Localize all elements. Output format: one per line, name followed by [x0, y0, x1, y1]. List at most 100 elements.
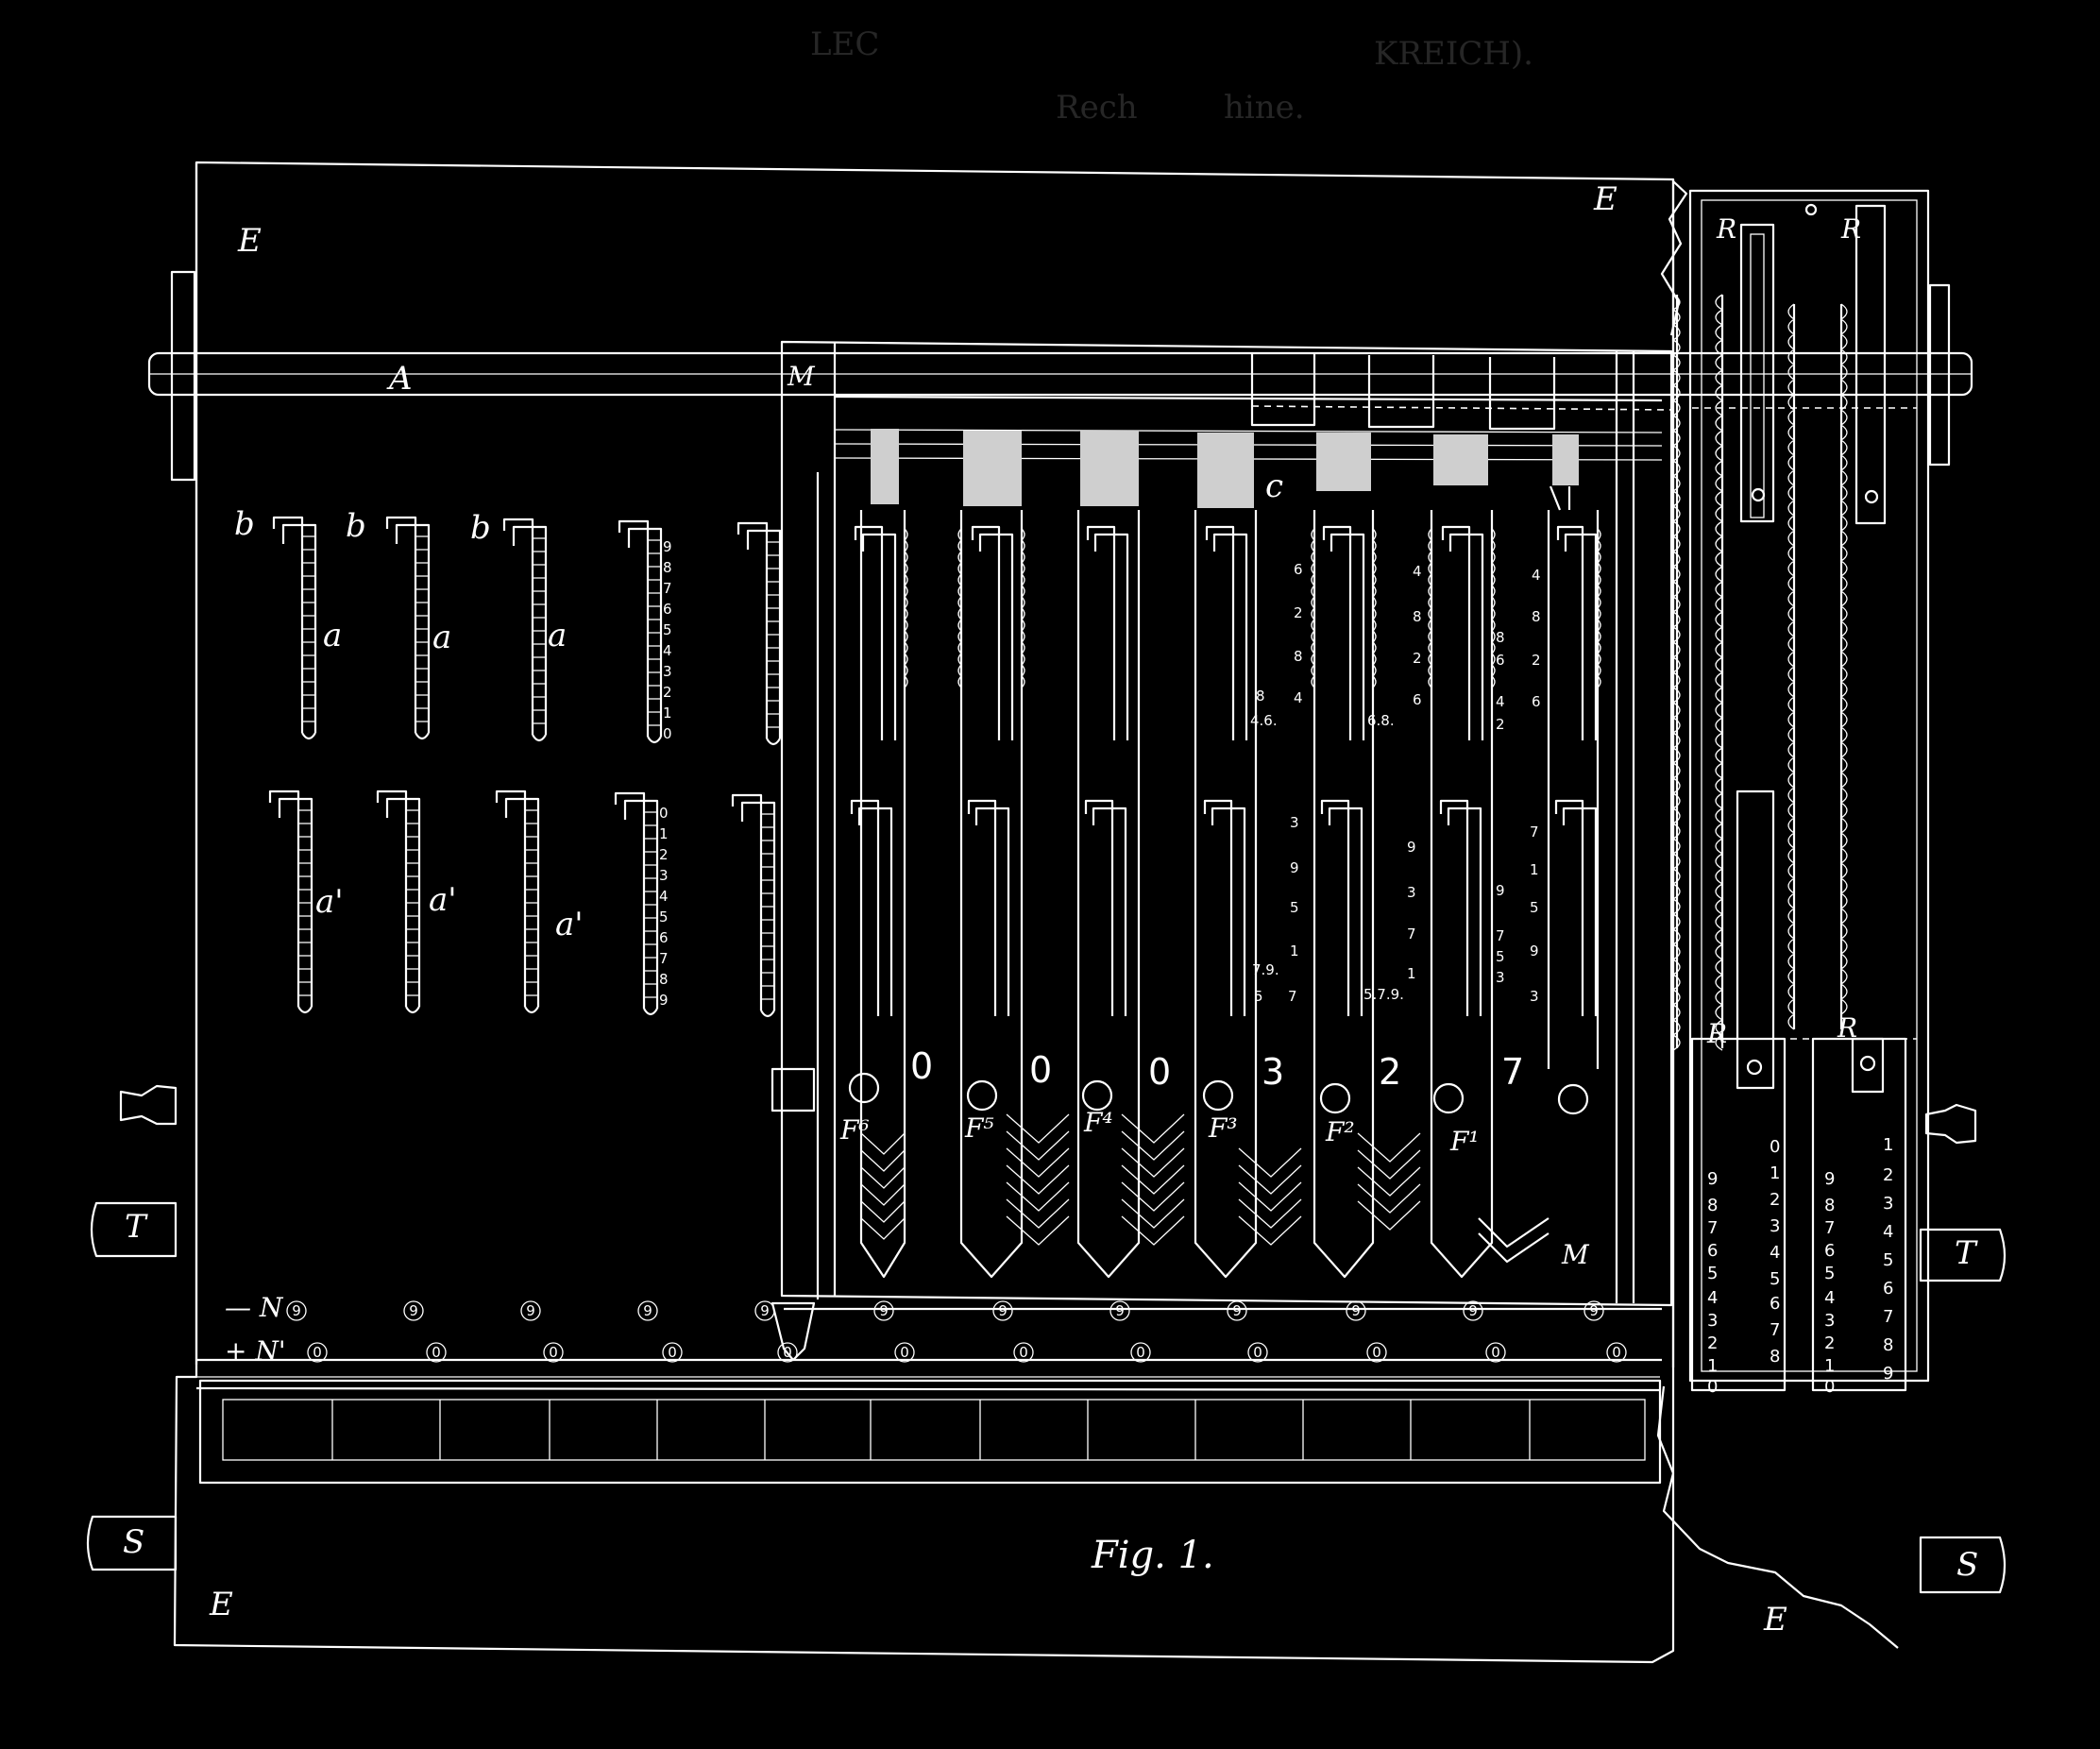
svg-text:9: 9: [998, 1302, 1008, 1319]
svg-text:9: 9: [760, 1302, 770, 1319]
result-window-strip: [198, 1379, 1662, 1485]
svg-text:0: 0: [549, 1344, 558, 1361]
left-racks-bottom: [268, 790, 776, 1018]
svg-text:5: 5: [1254, 988, 1263, 1005]
label-S-right: S: [1956, 1546, 1978, 1584]
setting-digit-5: 0: [1029, 1049, 1052, 1091]
svg-text:6.8.: 6.8.: [1367, 712, 1395, 729]
label-S-left: S: [123, 1523, 144, 1561]
svg-text:6: 6: [1707, 1241, 1718, 1261]
svg-text:5: 5: [1290, 899, 1299, 916]
svg-text:0: 0: [1770, 1137, 1780, 1157]
svg-text:9: 9: [1232, 1302, 1242, 1319]
setting-digits: 0 0 0 3 2 7: [910, 1045, 1524, 1093]
svg-text:0: 0: [1824, 1377, 1835, 1397]
dial-minus-8: 9: [1109, 1300, 1130, 1321]
svg-text:1: 1: [1824, 1356, 1835, 1376]
F-labels: F⁶ F⁵ F⁴ F³ F² F¹: [839, 1107, 1480, 1157]
dial-plus-3: 0: [543, 1342, 564, 1363]
dial-minus-9: 9: [1227, 1300, 1247, 1321]
label-A: A: [386, 360, 413, 398]
label-F2: F²: [1325, 1116, 1355, 1147]
dial-minus-4: 9: [637, 1300, 658, 1321]
carriage-racks: [848, 510, 1601, 1279]
svg-text:0: 0: [1491, 1344, 1500, 1361]
rack-scale-bottom: 0 1 2 3 4 5 6 7 8 9: [659, 805, 669, 1009]
svg-text:8: 8: [1883, 1335, 1893, 1355]
svg-text:4: 4: [1413, 563, 1422, 580]
dial-minus-6: 9: [873, 1300, 894, 1321]
svg-text:0: 0: [1019, 1344, 1028, 1361]
svg-text:9: 9: [1883, 1364, 1893, 1384]
svg-text:3: 3: [659, 867, 669, 884]
dial-minus-3: 9: [520, 1300, 541, 1321]
svg-text:4.6.: 4.6.: [1250, 712, 1278, 729]
dial-plus-6: 0: [894, 1342, 915, 1363]
label-a-2: a: [432, 619, 451, 656]
label-a1-2: a': [429, 881, 457, 919]
svg-text:5: 5: [1883, 1250, 1893, 1270]
svg-text:0: 0: [1612, 1344, 1621, 1361]
label-E-bottom-left: E: [209, 1586, 233, 1623]
svg-text:0: 0: [659, 805, 669, 822]
label-F6: F⁶: [839, 1114, 870, 1146]
setting-digit-3: 3: [1262, 1051, 1284, 1093]
svg-text:6: 6: [663, 601, 672, 618]
svg-text:7.9.: 7.9.: [1252, 961, 1279, 978]
svg-text:1: 1: [659, 825, 669, 842]
break-line-top: [1660, 180, 1688, 336]
svg-text:0: 0: [1253, 1344, 1262, 1361]
label-T-left: T: [125, 1208, 148, 1246]
machine-frame: [173, 161, 1675, 1664]
svg-text:0: 0: [1707, 1377, 1718, 1397]
svg-text:5: 5: [1530, 899, 1539, 916]
svg-text:8: 8: [1824, 1196, 1835, 1215]
label-M-bottom: M: [1561, 1239, 1590, 1270]
svg-text:6: 6: [1294, 561, 1303, 578]
svg-text:8: 8: [1294, 648, 1303, 665]
svg-text:9: 9: [659, 992, 669, 1009]
svg-text:9: 9: [643, 1302, 652, 1319]
header-faint-line2-right: hine.: [1224, 89, 1305, 127]
svg-text:2: 2: [1294, 604, 1303, 621]
svg-text:8: 8: [1413, 608, 1422, 625]
svg-text:3: 3: [1407, 884, 1416, 901]
svg-text:7: 7: [1288, 988, 1297, 1005]
label-E-top-right: E: [1593, 180, 1617, 218]
label-E-top-left: E: [237, 222, 262, 260]
svg-text:0: 0: [1136, 1344, 1145, 1361]
dial-minus-7: 9: [992, 1300, 1013, 1321]
pinion-gears: [871, 429, 1579, 511]
svg-text:6: 6: [659, 929, 669, 946]
svg-text:1: 1: [663, 705, 672, 722]
carriage-M: [771, 340, 1673, 1362]
label-a-3: a: [548, 617, 567, 654]
break-line-bottom: [1656, 1385, 1899, 1649]
label-a1-3: a': [555, 906, 584, 943]
svg-text:6: 6: [1496, 652, 1505, 669]
svg-text:1: 1: [1530, 861, 1539, 878]
header-faint-right: KREICH).: [1374, 35, 1533, 73]
svg-text:9: 9: [1496, 882, 1505, 899]
svg-text:0: 0: [1372, 1344, 1381, 1361]
svg-text:7: 7: [1496, 927, 1505, 944]
label-b-3: b: [470, 509, 491, 547]
svg-text:9: 9: [1468, 1302, 1478, 1319]
svg-text:4: 4: [1532, 567, 1541, 584]
svg-text:0: 0: [783, 1344, 792, 1361]
svg-text:2: 2: [1824, 1333, 1835, 1353]
svg-text:8: 8: [1256, 688, 1265, 705]
dial-plus-9: 0: [1247, 1342, 1268, 1363]
svg-text:9: 9: [1290, 859, 1299, 876]
svg-text:5: 5: [1770, 1269, 1780, 1289]
svg-text:0: 0: [900, 1344, 909, 1361]
svg-text:9: 9: [663, 538, 672, 555]
svg-text:5: 5: [659, 908, 669, 925]
svg-text:3: 3: [1496, 969, 1505, 986]
svg-text:4: 4: [659, 888, 669, 905]
svg-text:8: 8: [1532, 608, 1541, 625]
svg-text:6: 6: [1770, 1294, 1780, 1314]
label-a1-1: a': [315, 883, 344, 921]
